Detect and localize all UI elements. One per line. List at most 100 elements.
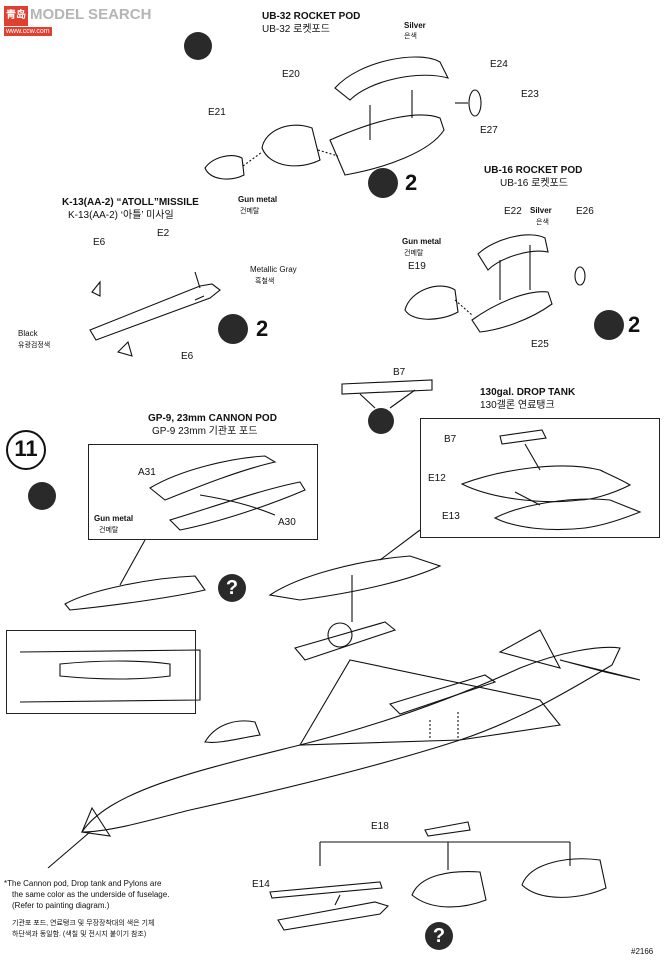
flip-icon: [594, 310, 624, 340]
droptank-title: 130gal. DROP TANK: [480, 387, 576, 398]
part-label-e12: E12: [428, 473, 446, 484]
part-label-e19: E19: [408, 261, 426, 272]
gp9-gunmetal-label: Gun metal: [94, 514, 134, 523]
reference-question-icon: ?: [218, 574, 246, 602]
fuselage-underside-inset: [6, 630, 196, 714]
knife-icon: [368, 408, 394, 434]
gp9-title-kr: GP-9 23mm 기관포 포드: [152, 426, 258, 437]
k13-ref-step: 2: [256, 316, 269, 341]
part-label-e20: E20: [282, 69, 300, 80]
part-label-a30: A30: [278, 517, 296, 528]
part-label-e27: E27: [480, 125, 498, 136]
ub32-title-kr: UB-32 로켓포드: [262, 24, 330, 35]
ub16-gunmetal-label: Gun metal: [402, 237, 442, 246]
inset-fuselage: [19, 649, 201, 703]
ub32-ref-step: 2: [405, 170, 418, 195]
ub32-silver-label: Silver: [404, 21, 426, 30]
ub16-gunmetal-label-kr: 건메탈: [404, 250, 424, 257]
ub16-title: UB-16 ROCKET POD: [484, 165, 583, 176]
part-label-e22: E22: [504, 206, 522, 217]
aircraft-nose: [81, 806, 112, 837]
k13-body: [89, 283, 221, 341]
watermark-site-name: MODEL SEARCH: [30, 6, 152, 23]
k13-metallic-gray-label: Metallic Gray: [250, 265, 297, 274]
ub16-bottom: [411, 871, 487, 908]
k13-black-label: Black: [18, 329, 38, 338]
droptank-upper: [460, 465, 632, 503]
part-label-e26: E26: [576, 206, 594, 217]
k13-title: K-13(AA-2) “ATOLL”MISSILE: [62, 197, 199, 208]
k13-metallic-gray-label-kr: 흑철색: [255, 278, 275, 285]
part-label-e18: E18: [371, 821, 389, 832]
part-label-b7-droptank: B7: [444, 434, 457, 445]
aircraft-canopy: [204, 720, 261, 743]
k13-title-kr: K-13(AA-2) ‘아틀’ 미사일: [68, 210, 174, 221]
glue-icon: [28, 482, 56, 510]
ub16-endcap: [574, 266, 586, 286]
k13-black-label-kr: 유광검정색: [18, 342, 51, 349]
watermark-logo: 青岛: [4, 6, 28, 26]
droptank-assembled: [268, 555, 442, 601]
gp9-half-a30: [168, 481, 306, 531]
part-label-e2: E2: [157, 228, 170, 239]
reference-question-icon: ?: [425, 922, 453, 950]
k13-fin-lower: [116, 340, 133, 357]
ub16-nose-cone: [404, 285, 459, 320]
aircraft-pylon-right: [388, 674, 497, 715]
ub16-upper-shell: [477, 234, 549, 271]
aircraft-fuselage: [80, 646, 621, 833]
color-note-kr: 기관포 포드, 연료탱크 및 무장장착대의 색은 기체 하단색과 동일함. (색…: [12, 918, 154, 940]
aircraft-wing: [299, 659, 562, 746]
part-label-e6-top: E6: [93, 237, 106, 248]
page-code: #2166: [631, 947, 654, 956]
part-label-e25: E25: [531, 339, 549, 350]
ub16-ref-step: 2: [628, 312, 641, 337]
part-label-e6-bottom: E6: [181, 351, 194, 362]
part-label-a31: A31: [138, 467, 156, 478]
aircraft-tailfin: [498, 629, 562, 669]
color-note-line: *The Cannon pod, Drop tank and Pylons ar…: [4, 879, 162, 888]
ub32-tip: [204, 155, 245, 180]
ub16-silver-label-kr: 은색: [536, 219, 549, 226]
color-note-line: 기관포 포드, 연료탱크 및 무장장착대의 색은 기체: [12, 920, 155, 927]
pylon-e18: [424, 821, 471, 837]
part-label-b7: B7: [393, 367, 406, 378]
part-label-e14: E14: [252, 879, 270, 890]
color-note-line: (Refer to painting diagram.): [12, 901, 110, 910]
gp9-gunmetal-label-kr: 건메탈: [99, 527, 119, 534]
flip-icon: [218, 314, 248, 344]
droptank-pylon: [499, 429, 547, 445]
missile-bottom: [277, 901, 390, 931]
ub32-nose-cone: [261, 124, 321, 167]
step-number: 11: [6, 430, 46, 470]
gp9-assembled: [64, 575, 206, 611]
part-label-e23: E23: [521, 89, 539, 100]
ub16-lower-shell: [471, 291, 553, 333]
ub32-title: UB-32 ROCKET POD: [262, 11, 361, 22]
ub32-silver-label-kr: 은색: [404, 33, 417, 40]
color-note-line: the same color as the underside of fusel…: [12, 890, 170, 899]
droptank-detail-box: [420, 418, 660, 538]
droptank-title-kr: 130갤론 연료탱크: [480, 400, 555, 411]
ub32-gunmetal-label-kr: 건메탈: [240, 208, 260, 215]
pylon-b7: [341, 379, 433, 395]
aircraft-pitot: [47, 831, 91, 869]
part-label-e13: E13: [442, 511, 460, 522]
rail-e14: [269, 881, 383, 899]
ub16-title-kr: UB-16 로켓포드: [500, 178, 568, 189]
aircraft-pylon-left: [294, 621, 397, 661]
watermark-url: www.ccw.com: [4, 27, 52, 36]
color-note-en: *The Cannon pod, Drop tank and Pylons ar…: [4, 878, 169, 911]
k13-fin-upper: [91, 280, 101, 297]
color-note-line: 하단색과 동일함. (색칠 및 전시지 붙이기 참조): [12, 931, 147, 938]
gp9-half-a31: [149, 455, 277, 501]
glue-icon: [184, 32, 212, 60]
ub32-lower-shell: [329, 114, 445, 176]
ub32-bottom: [521, 858, 607, 898]
ub32-endcap: [468, 89, 482, 117]
ub16-silver-label: Silver: [530, 206, 552, 215]
part-label-e24: E24: [490, 59, 508, 70]
flip-icon: [368, 168, 398, 198]
droptank-lower: [493, 498, 642, 531]
